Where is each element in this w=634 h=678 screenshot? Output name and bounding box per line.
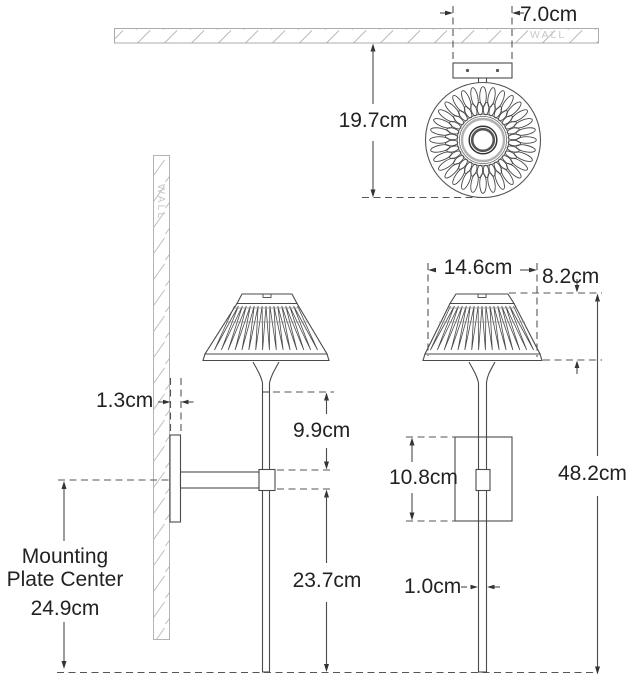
shade-pleats-side xyxy=(214,305,318,351)
screw-dot xyxy=(465,68,470,73)
backplate-side-view xyxy=(169,434,182,523)
stem-joint-side xyxy=(258,468,276,492)
screw-dot xyxy=(495,68,500,73)
backplate-top-view xyxy=(452,62,513,79)
stem-joint-front xyxy=(475,468,491,492)
shade-cap-side xyxy=(236,293,298,305)
front-view xyxy=(406,263,602,675)
shade-rim-front xyxy=(422,353,543,362)
top-view xyxy=(114,6,599,199)
wall-side-strip xyxy=(153,155,170,640)
wall-top-band xyxy=(114,28,599,44)
side-view xyxy=(58,155,334,673)
shade-pleats-front xyxy=(430,305,534,351)
sunburst-shade-top-view xyxy=(424,81,542,199)
arm-side-view xyxy=(179,471,261,489)
shade-cap-front xyxy=(449,293,515,305)
shade-rim-side xyxy=(202,353,330,362)
